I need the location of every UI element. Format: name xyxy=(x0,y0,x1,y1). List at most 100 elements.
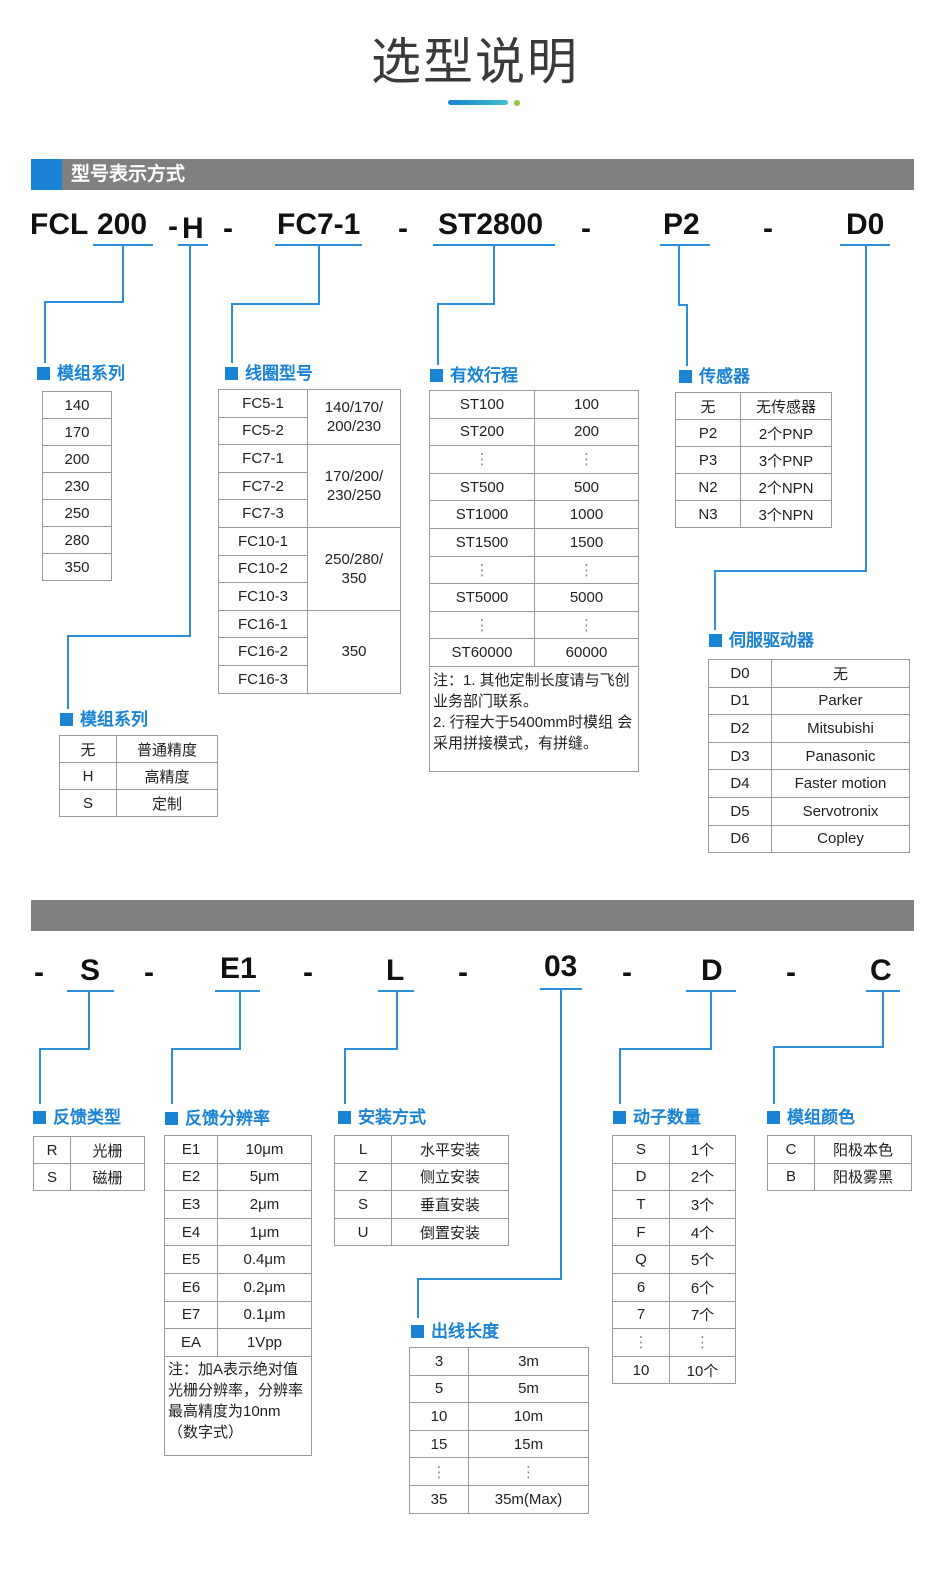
table-row: 无无传感器 xyxy=(675,392,832,420)
table-cell: Z xyxy=(334,1162,392,1192)
code-movers: D xyxy=(701,954,723,987)
code-dash: - xyxy=(223,212,233,245)
connector xyxy=(171,1048,173,1104)
table-cell: 5μm xyxy=(217,1162,312,1192)
square-icon xyxy=(679,370,692,383)
table-cell: 1500 xyxy=(534,527,639,557)
connector xyxy=(67,635,69,709)
code-dash: - xyxy=(458,956,468,989)
section-label-movers: 动子数量 xyxy=(613,1103,701,1128)
section-label-color: 模组颜色 xyxy=(767,1103,855,1128)
table-cell: Panasonic xyxy=(771,741,910,771)
table-cell: 2μm xyxy=(217,1190,312,1219)
section-bar-accent xyxy=(31,159,62,190)
table-cell: 10 xyxy=(612,1355,670,1385)
section-label-text: 模组系列 xyxy=(80,710,148,729)
table-cell: 5 xyxy=(409,1374,469,1404)
table-cell: 阳极本色 xyxy=(814,1135,912,1164)
table-cell: FC7-1 xyxy=(218,444,308,473)
table-cell: 1μm xyxy=(217,1217,312,1247)
code-dash: - xyxy=(763,212,773,245)
connector xyxy=(678,304,688,306)
code-dash: - xyxy=(398,212,408,245)
table-cell: 4个 xyxy=(669,1217,736,1247)
square-icon xyxy=(709,634,722,647)
table-cell: F xyxy=(612,1217,670,1247)
connector xyxy=(344,1048,398,1050)
table-row: ⋮⋮ xyxy=(429,555,639,585)
table-cell: 普通精度 xyxy=(116,735,218,763)
table-cell: S xyxy=(33,1163,71,1191)
table-row: 无普通精度 xyxy=(59,735,218,763)
table-cell: 3个PNP xyxy=(740,446,832,474)
table-cell: E6 xyxy=(164,1272,218,1302)
section-label-mount: 安装方式 xyxy=(338,1103,426,1128)
table-cell: D xyxy=(612,1162,670,1192)
table-cell: 170 xyxy=(42,418,112,446)
table-cell: 1Vpp xyxy=(217,1328,312,1357)
table-cell: T xyxy=(612,1190,670,1219)
connector xyxy=(493,245,495,305)
table-cell: 6 xyxy=(612,1272,670,1302)
table-row: FC16-3 xyxy=(218,664,401,694)
stroke-note: 注：1. 其他定制长度请与飞创 业务部门联系。 2. 行程大于5400mm时模组… xyxy=(429,668,639,772)
table-cell: 3 xyxy=(409,1347,469,1376)
note-line: 注：1. 其他定制长度请与飞创 xyxy=(433,672,630,689)
table-cell: 35 xyxy=(409,1484,469,1514)
table-cell: ⋮ xyxy=(534,445,639,474)
table-row: FC10-2 xyxy=(218,554,401,584)
section-label-text: 伺服驱动器 xyxy=(729,631,814,650)
table-cell: 140/170/ 200/230 xyxy=(307,388,401,446)
table-cell: ⋮ xyxy=(468,1457,589,1486)
square-icon xyxy=(225,367,238,380)
connector xyxy=(773,1046,884,1048)
code-underline xyxy=(660,244,710,246)
table-cell: S xyxy=(59,789,117,817)
code-cable: 03 xyxy=(544,950,578,983)
section-label-text: 反馈分辨率 xyxy=(185,1109,270,1128)
section-label-sensor: 传感器 xyxy=(679,362,750,387)
table-cell: ST200 xyxy=(429,417,535,447)
connector xyxy=(239,991,241,1050)
table-cell: 140 xyxy=(42,391,112,419)
title-dot xyxy=(514,100,520,106)
table-cell: ST500 xyxy=(429,472,535,502)
table-cell: Copley xyxy=(771,824,910,854)
table-cell: 350 xyxy=(42,553,112,581)
code-sensor: P2 xyxy=(663,208,700,241)
table-cell: ⋮ xyxy=(409,1457,469,1486)
connector xyxy=(678,245,680,306)
code-feedback-type: S xyxy=(80,954,101,987)
table-cell: S xyxy=(334,1190,392,1219)
table-row: ⋮⋮ xyxy=(409,1457,589,1486)
code-underline xyxy=(215,990,260,992)
table-cell: 500 xyxy=(534,472,639,502)
code-color: C xyxy=(870,954,892,987)
connector xyxy=(189,245,191,637)
connector xyxy=(231,303,233,363)
table-cell: 无 xyxy=(771,659,910,688)
table-cell: 2个PNP xyxy=(740,419,832,447)
table-cell: D4 xyxy=(708,769,772,798)
connector xyxy=(396,991,398,1050)
section-label-text: 出线长度 xyxy=(431,1322,499,1341)
table-cell: 7 xyxy=(612,1300,670,1330)
section-bar-top: 型号表示方式 xyxy=(31,159,914,190)
